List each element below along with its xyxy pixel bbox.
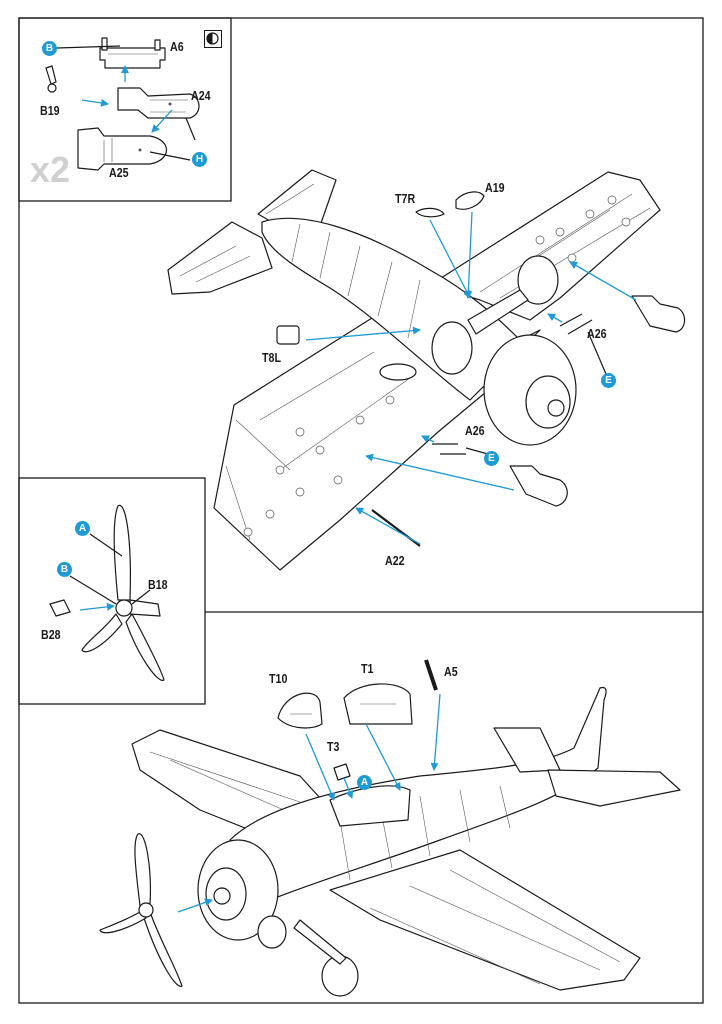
label-A19: A19 [485, 180, 505, 195]
badge-A: A [75, 521, 90, 536]
propeller-inset-frame [18, 477, 206, 705]
label-B28: B28 [41, 627, 61, 642]
label-A6: A6 [170, 39, 184, 54]
label-A22: A22 [385, 553, 405, 568]
label-B19: B19 [40, 103, 60, 118]
label-T1: T1 [361, 661, 374, 676]
aircraft-topside-drawing [99, 659, 681, 997]
badge-B: B [42, 41, 57, 56]
aircraft-underside-drawing [167, 169, 686, 571]
label-T3: T3 [327, 739, 340, 754]
label-A5: A5 [444, 664, 458, 679]
quantity-multiplier: x2 [30, 149, 71, 190]
propeller-drawing [49, 504, 165, 681]
label-B18: B18 [148, 577, 168, 592]
label-T7R: T7R [395, 191, 416, 206]
bomb-inset-frame [18, 17, 232, 202]
label-A26-left: A26 [465, 423, 485, 438]
label-T8L: T8L [262, 350, 281, 365]
badge-B-prop: B [57, 562, 72, 577]
badge-E-right: E [601, 373, 616, 388]
bomb-assembly-drawing [45, 37, 200, 171]
badge-A-bottom: A [357, 775, 372, 790]
label-A26-right: A26 [587, 326, 607, 341]
label-A24: A24 [191, 88, 211, 103]
label-T10: T10 [269, 671, 288, 686]
badge-H: H [192, 152, 207, 167]
badge-E-left: E [484, 451, 499, 466]
label-A25: A25 [109, 165, 129, 180]
half-filled-circle-icon [204, 30, 222, 48]
